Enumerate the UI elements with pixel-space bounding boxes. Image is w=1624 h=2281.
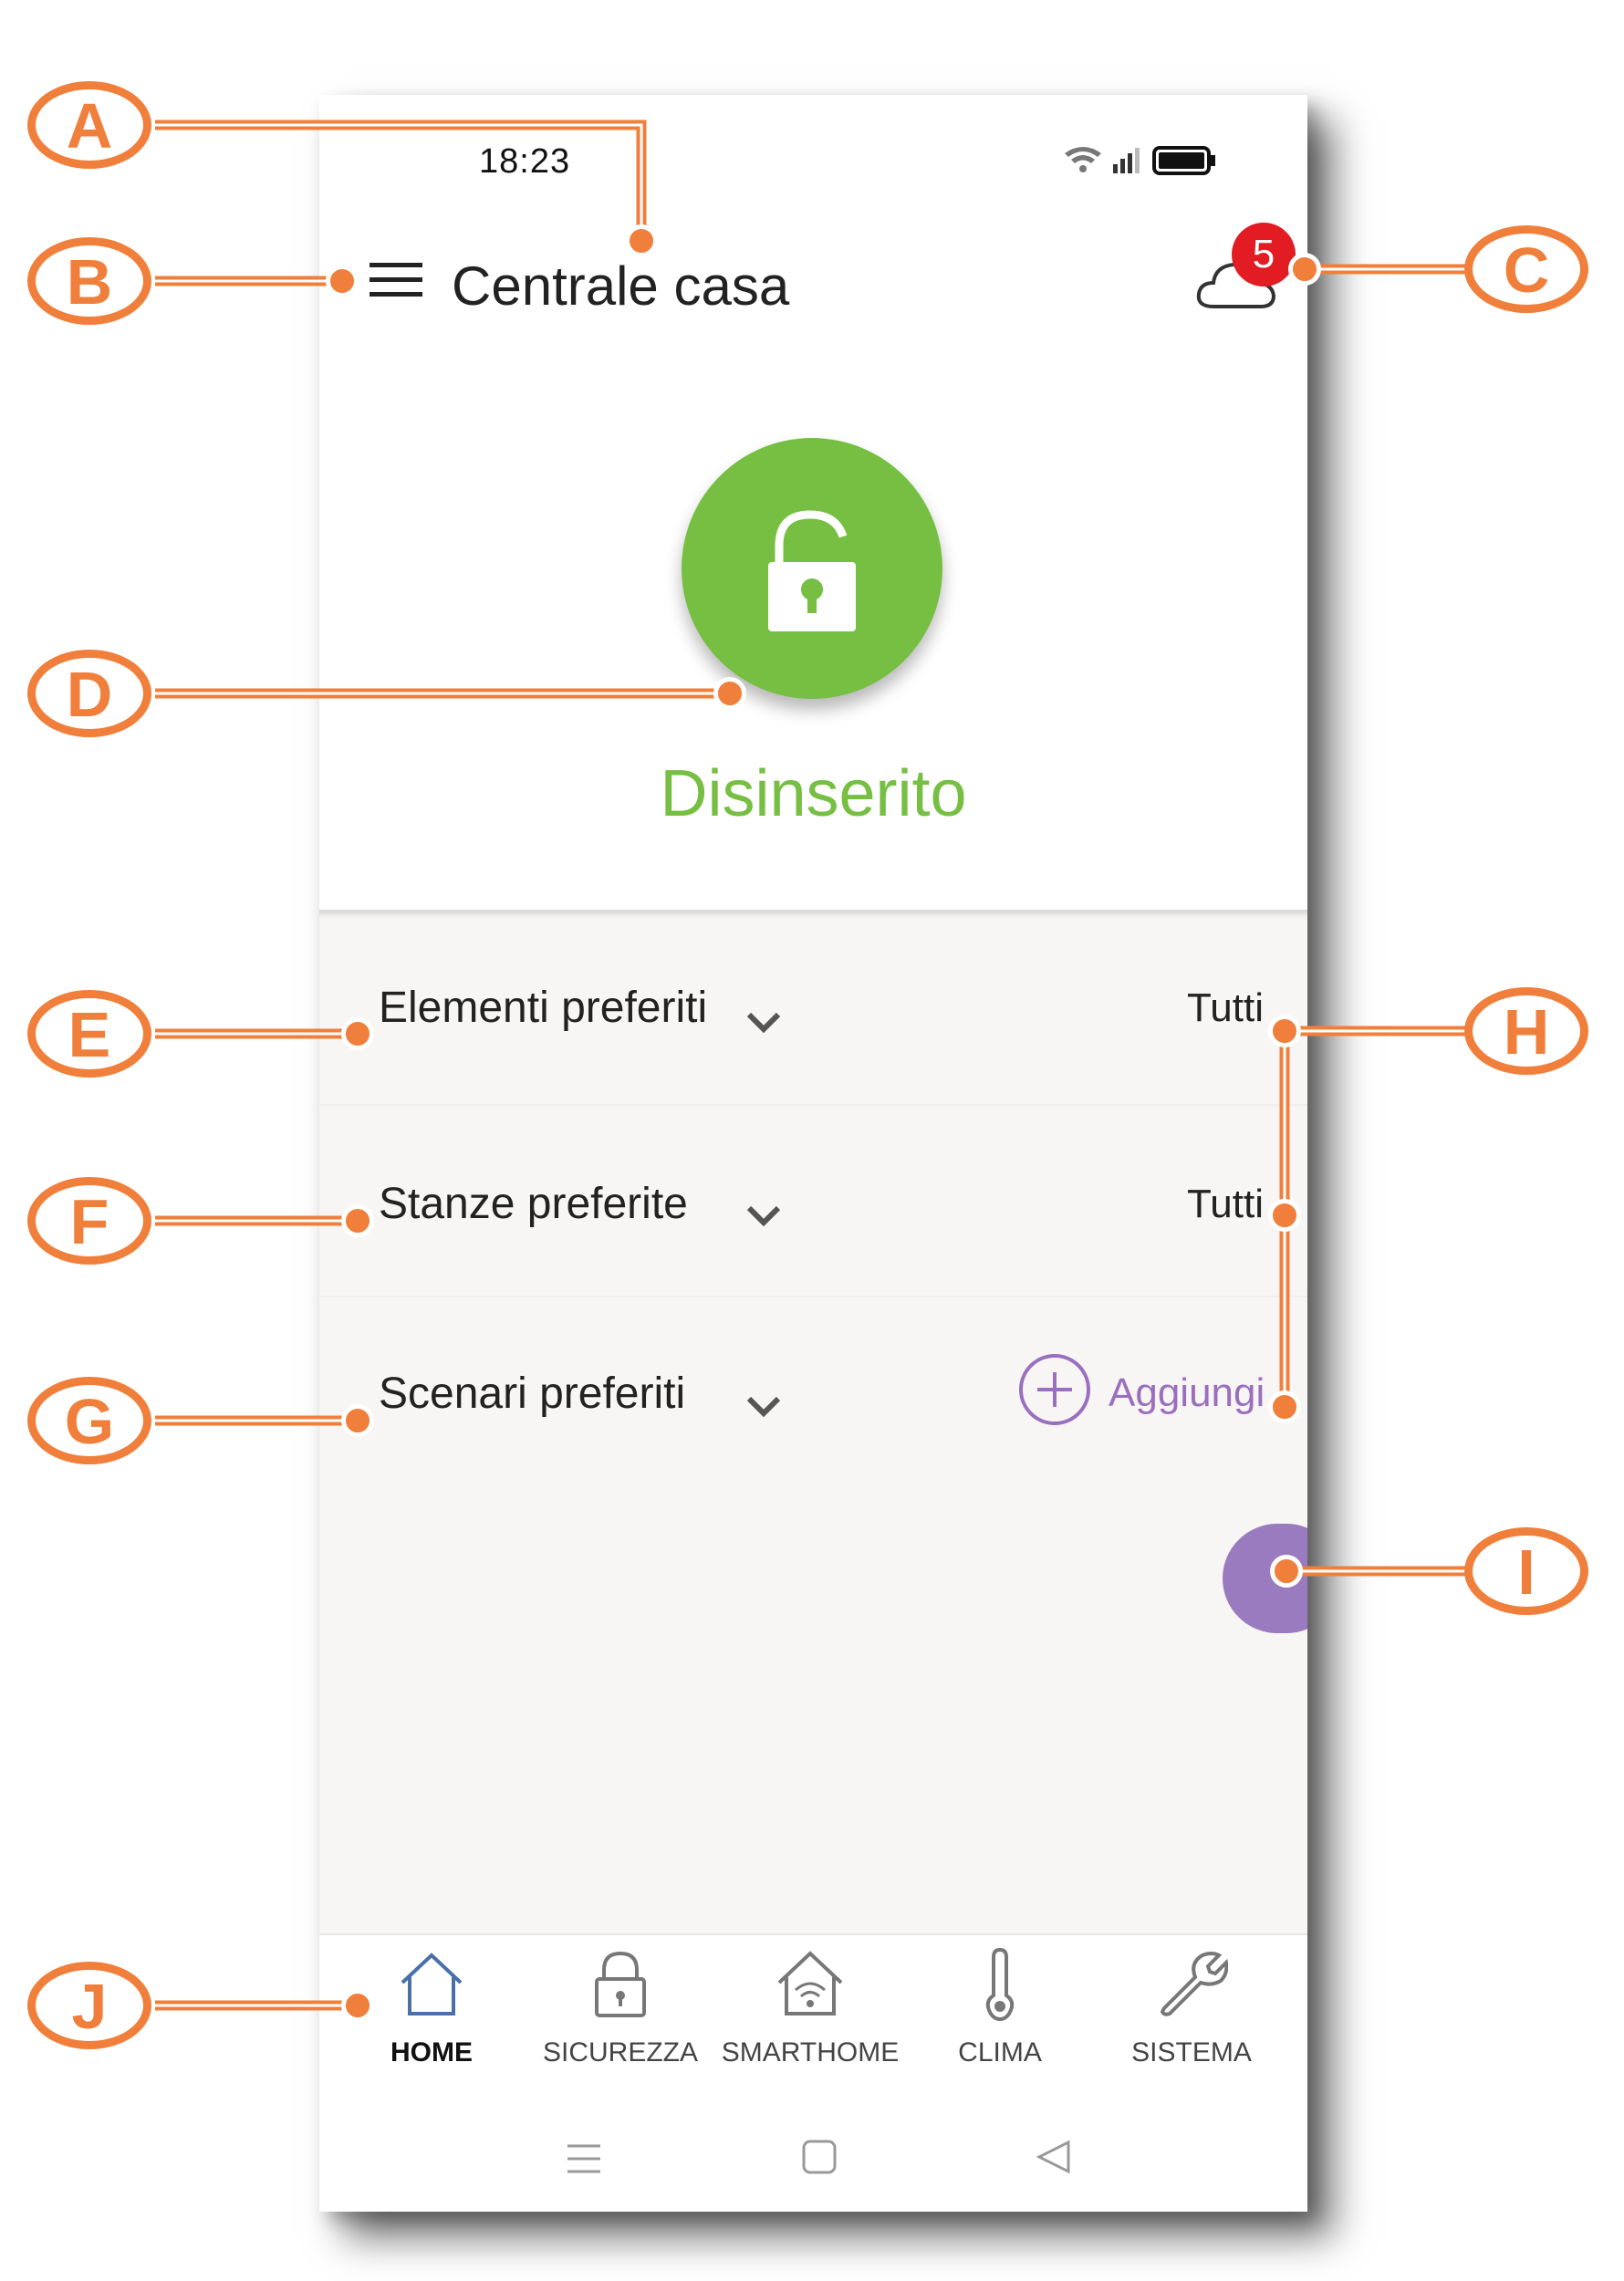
nav-item-sicurezza[interactable]: SICUREZZA (529, 1935, 712, 2104)
notification-badge: 5 (1232, 223, 1296, 286)
status-time: 18:23 (479, 142, 571, 181)
recent-apps-icon[interactable] (566, 2140, 602, 2177)
add-scenario-link[interactable]: Aggiungi (1109, 1370, 1265, 1415)
nav-item-home[interactable]: HOME (340, 1935, 523, 2104)
chevron-down-icon[interactable] (744, 1004, 784, 1044)
chevron-down-icon[interactable] (744, 1388, 784, 1428)
section-label: Elementi preferiti (379, 984, 708, 1032)
section-label: Stanze preferite (379, 1180, 688, 1228)
callout-badge-b: B (27, 237, 151, 325)
nav-item-clima[interactable]: CLIMA (909, 1935, 1091, 2104)
callout-badge-g: G (27, 1377, 151, 1464)
home-square-icon[interactable] (801, 2139, 838, 2175)
home-icon (401, 1953, 463, 2015)
callout-f-dot (341, 1204, 374, 1237)
callout-b-dot (326, 265, 359, 297)
nav-item-sistema[interactable]: SISTEMA (1100, 1935, 1283, 2104)
status-icons (1065, 146, 1215, 175)
callout-i-dot (1270, 1555, 1303, 1588)
callout-h-dot-3 (1268, 1390, 1301, 1423)
section-scenari-preferiti[interactable]: Scenari preferiti Aggiungi (319, 1296, 1307, 1478)
back-triangle-icon[interactable] (1036, 2139, 1072, 2175)
smarthome-icon (777, 1951, 843, 2015)
nav-label: HOME (390, 2037, 473, 2067)
alarm-status-text: Disinserito (660, 757, 967, 830)
nav-label: CLIMA (958, 2037, 1042, 2067)
hamburger-menu-icon[interactable] (370, 261, 422, 299)
favorites-panel (319, 910, 1307, 1936)
battery-icon (1152, 146, 1215, 175)
callout-badge-e: E (27, 990, 151, 1078)
callout-badge-j: J (27, 1962, 151, 2049)
callout-badge-a: A (27, 81, 151, 169)
callout-a-dot (625, 224, 658, 257)
callout-e-dot (341, 1017, 374, 1050)
bottom-navigation: HOME SICUREZZA SMARTHOME CLIM (319, 1933, 1307, 2104)
wifi-icon (1065, 147, 1101, 172)
callout-h-dot-1 (1268, 1015, 1301, 1047)
view-all-link[interactable]: Tutti (1187, 985, 1264, 1030)
phone-screen: 18:23 Centrale casa 5 (319, 95, 1307, 2212)
add-circle-icon[interactable] (1017, 1352, 1092, 1427)
nav-label: SISTEMA (1131, 2037, 1252, 2067)
callout-h-dot-2 (1268, 1199, 1301, 1232)
system-navigation-bar (319, 2102, 1307, 2212)
alarm-toggle-button[interactable] (682, 438, 942, 699)
section-stanze-preferite[interactable]: Stanze preferite Tutti (319, 1104, 1307, 1297)
lock-icon (595, 1951, 646, 2017)
callout-g-dot (341, 1404, 374, 1437)
callout-badge-i: I (1464, 1527, 1588, 1615)
wrench-icon (1160, 1952, 1228, 2016)
page-title: Centrale casa (452, 255, 790, 317)
callout-j-dot (341, 1989, 374, 2022)
nav-label: SMARTHOME (721, 2037, 900, 2067)
unlocked-padlock-icon (768, 510, 856, 631)
signal-icon (1113, 148, 1140, 173)
callout-badge-d: D (27, 650, 151, 737)
nav-label: SICUREZZA (542, 2037, 698, 2067)
section-label: Scenari preferiti (379, 1370, 686, 1418)
section-elementi-preferiti[interactable]: Elementi preferiti Tutti (319, 912, 1307, 1106)
callout-badge-h: H (1464, 987, 1588, 1075)
callout-c-dot (1288, 253, 1321, 286)
callout-d-dot (713, 677, 746, 710)
thermometer-icon (985, 1948, 1015, 2021)
callout-badge-c: C (1464, 225, 1588, 313)
view-all-link[interactable]: Tutti (1187, 1182, 1264, 1226)
chevron-down-icon[interactable] (744, 1197, 784, 1237)
callout-badge-f: F (27, 1177, 151, 1265)
nav-item-smarthome[interactable]: SMARTHOME (719, 1935, 901, 2104)
